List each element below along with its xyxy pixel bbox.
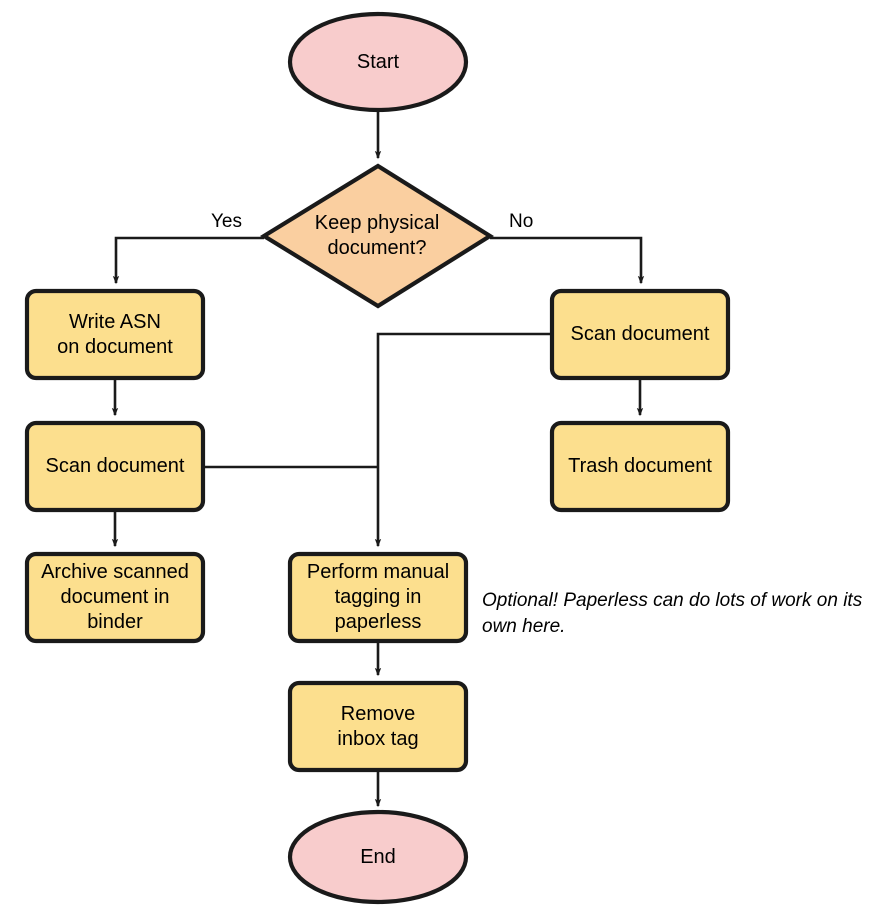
node-shape-group: [24, 11, 731, 905]
node-manual-tagging-shape[interactable]: [287, 551, 469, 644]
annotation-optional-note: Optional! Paperless can do lots of work …: [482, 590, 863, 637]
edge-group: [111, 110, 645, 808]
edge-label-no: No: [509, 211, 534, 232]
node-write-asn-shape[interactable]: [24, 288, 206, 381]
edge-yes-to-write-asn: [112, 236, 264, 285]
edge-scan-right-to-manual-tagging: [374, 332, 552, 548]
edge-label-yes: Yes: [211, 211, 242, 232]
node-start-shape[interactable]: [287, 11, 469, 113]
node-archive-binder-shape[interactable]: [24, 551, 206, 644]
node-trash-shape[interactable]: [549, 420, 731, 513]
node-keep-physical-shape[interactable]: [259, 163, 494, 309]
edge-no-to-scan-right: [490, 236, 645, 285]
node-end-shape[interactable]: [287, 809, 469, 905]
node-scan-right-shape[interactable]: [549, 288, 731, 381]
node-scan-left-shape[interactable]: [24, 420, 206, 513]
node-remove-inbox-tag-shape[interactable]: [287, 680, 469, 773]
